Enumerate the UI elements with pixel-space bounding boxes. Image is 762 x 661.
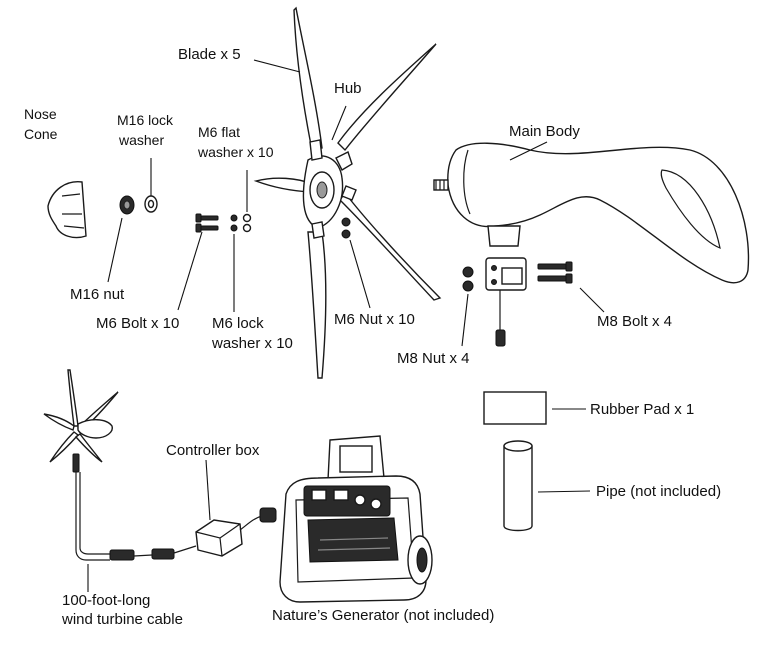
label-nose-cone-line1: Nose — [24, 106, 57, 122]
blade-upper-right — [337, 43, 437, 152]
label-m6-lock-washer-line1: M6 lock — [212, 315, 264, 332]
label-cable-line2: wind turbine cable — [62, 611, 183, 628]
rubber-pad — [483, 391, 547, 425]
yaw-mount — [485, 257, 527, 347]
blade-lower-right — [339, 191, 442, 301]
label-m16-lock-washer-line2: washer — [119, 132, 165, 148]
label-pipe: Pipe (not included) — [596, 483, 722, 500]
m6-bolts — [195, 213, 219, 233]
label-m6-flat-washer-line2: washer x 10 — [198, 144, 274, 160]
label-m16-lock-washer-line1: M16 lock — [117, 112, 174, 128]
generator — [279, 435, 433, 603]
m6-lock-washers — [230, 214, 238, 232]
label-m6-flat-washer-line1: M6 flat — [198, 124, 241, 140]
nose-cone — [47, 181, 87, 239]
label-rubber-pad: Rubber Pad x 1 — [590, 401, 695, 418]
label-m6-bolt: M6 Bolt x 10 — [96, 315, 180, 332]
blade-bottom — [307, 231, 327, 379]
leader-lines — [87, 59, 605, 592]
label-main-body: Main Body — [509, 123, 580, 140]
m6-flat-washers — [242, 213, 252, 233]
wind-turbine-cable — [75, 472, 197, 561]
label-cable-line1: 100-foot-long — [62, 592, 151, 609]
m16-lock-washer — [144, 195, 158, 213]
label-blade: Blade x 5 — [178, 46, 241, 63]
assembled-turbine — [43, 369, 119, 473]
m8-bolts — [537, 261, 573, 284]
label-m6-nut: M6 Nut x 10 — [334, 311, 415, 328]
controller-box — [195, 507, 277, 557]
label-m8-bolt: M8 Bolt x 4 — [597, 313, 673, 330]
hub — [302, 139, 357, 239]
label-m6-lock-washer-line2: washer x 10 — [212, 335, 293, 352]
label-hub: Hub — [334, 80, 362, 97]
blade-top — [293, 6, 323, 151]
m6-nuts — [341, 217, 351, 239]
label-controller-box: Controller box — [166, 442, 260, 459]
label-m16-nut: M16 nut — [70, 286, 125, 303]
label-m8-nut: M8 Nut x 4 — [397, 350, 470, 367]
label-generator: Nature’s Generator (not included) — [272, 607, 495, 624]
m8-nuts — [462, 266, 474, 292]
label-nose-cone-line2: Cone — [24, 126, 58, 142]
main-body — [433, 142, 750, 284]
pipe — [503, 440, 533, 532]
m16-nut — [119, 195, 135, 215]
